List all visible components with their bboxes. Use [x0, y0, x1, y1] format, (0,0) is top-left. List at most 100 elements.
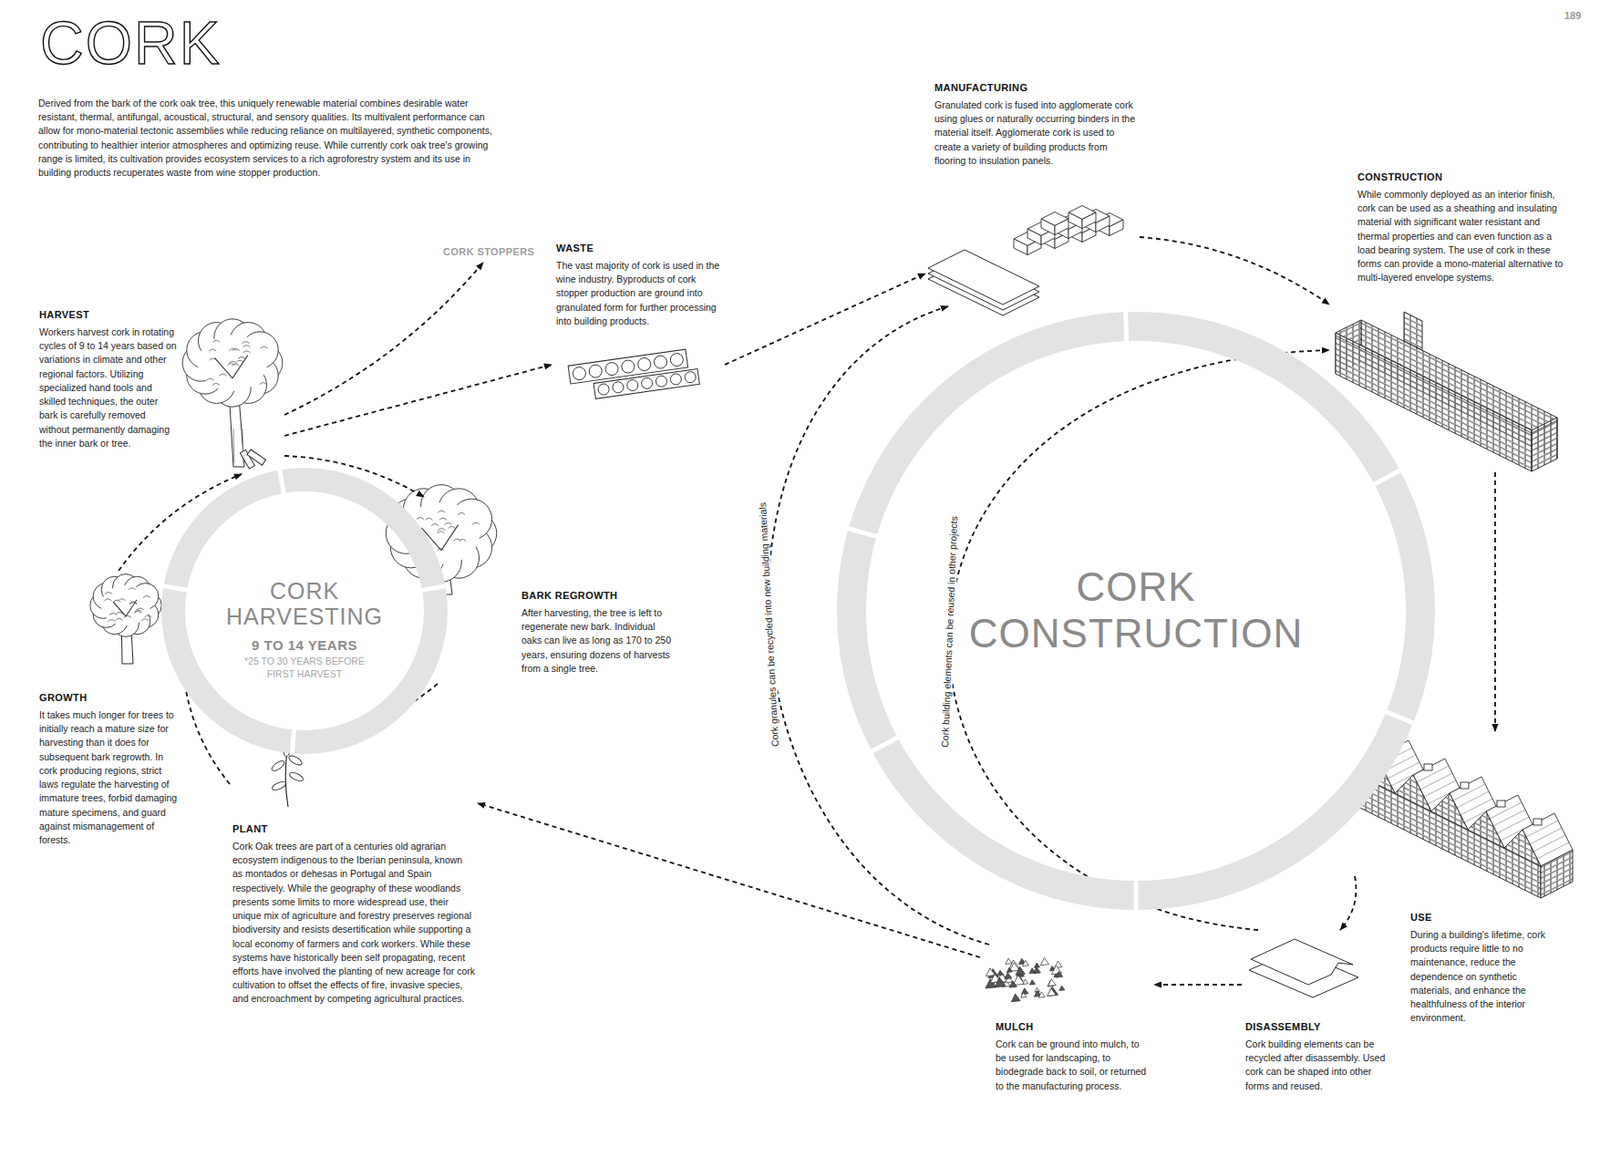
stage-heading: PLANT	[232, 823, 475, 835]
stage-node: MANUFACTURING Granulated cork is fused in…	[925, 78, 1140, 307]
mulch-chip	[1006, 967, 1012, 972]
roof-seam	[1453, 784, 1486, 801]
stage-heading: HARVEST	[39, 309, 178, 320]
ring-note: 9 TO 14 YEARS	[251, 637, 358, 653]
stripped-trunk	[233, 428, 244, 464]
cork-waste	[567, 348, 700, 403]
mulch-chip	[1047, 986, 1059, 996]
stage-node: DISASSEMBLYCork building elements can be…	[1241, 929, 1395, 1108]
stage-heading: BARK REGROWTH	[521, 589, 677, 601]
punched-hole	[669, 352, 684, 368]
punched-hole	[653, 354, 669, 370]
skylight	[1496, 800, 1506, 807]
text-group: BARK REGROWTHAfter harvesting, the tree …	[521, 589, 677, 676]
punched-hole	[626, 379, 640, 393]
leaf-stroke	[228, 361, 237, 363]
leaf-stroke	[437, 510, 445, 513]
leaf-stroke	[129, 602, 137, 605]
stage-heading: MULCH	[995, 1021, 1153, 1033]
ring-title: CORK HARVESTING	[217, 578, 392, 631]
dashed-connector	[1139, 237, 1330, 305]
mulch-chip	[1004, 972, 1012, 980]
leaf-stroke	[109, 613, 117, 616]
cork-block	[1041, 218, 1055, 236]
mulch-chip	[1033, 962, 1040, 968]
seedling-leaf	[287, 753, 303, 767]
cork-block	[1013, 238, 1028, 256]
punched-slab	[593, 369, 700, 400]
stage-body: Workers harvest cork in rotating cycles …	[39, 325, 178, 451]
punched-hole	[670, 372, 683, 386]
ring-band	[851, 326, 1421, 896]
leaf-stroke	[228, 349, 237, 351]
dashed-connector	[1154, 983, 1242, 986]
broken-panel	[1250, 939, 1353, 985]
mulch-chip	[997, 970, 1003, 976]
cork-sheet	[928, 249, 1040, 305]
text-group: GROWTH It takes much longer for trees to …	[39, 691, 178, 847]
stage-node: MULCHCork can be ground into mulch, to b…	[980, 944, 1155, 1108]
dashed-connector	[724, 273, 926, 365]
punched-hole	[637, 357, 652, 372]
bark-piece	[247, 449, 266, 465]
leaf-stroke	[472, 522, 480, 525]
stage-node: GROWTH It takes much longer for trees to …	[36, 570, 183, 857]
leaf-stroke	[436, 531, 444, 534]
leaf-stroke	[144, 615, 152, 618]
roof-seam	[1456, 791, 1489, 808]
cork-block	[1082, 212, 1096, 229]
text-group: HARVEST Workers harvest cork in rotating …	[39, 309, 178, 451]
mulch-chip	[1059, 985, 1065, 991]
cycle-ring: CORK HARVESTING9 TO 14 YEARS*25 TO 30 YE…	[161, 467, 448, 754]
roof-seam	[1526, 820, 1559, 837]
punched-hole	[683, 371, 697, 384]
cork-block	[1027, 228, 1042, 246]
ring-gap	[161, 585, 189, 590]
stage-heading: CORK STOPPERS	[443, 246, 535, 258]
dashed-connector	[1340, 876, 1356, 930]
annotation-node: CORK STOPPERS	[443, 246, 537, 263]
leaf-stroke	[212, 340, 220, 342]
leaf-stroke	[259, 382, 268, 385]
front-wall	[1358, 774, 1541, 899]
leaf-stroke	[143, 596, 151, 599]
leaf-stroke	[416, 517, 424, 520]
leaf-stroke	[113, 599, 121, 602]
roof-seam	[1493, 809, 1526, 826]
stage-heading: MANUFACTURING	[934, 82, 1137, 93]
ring-title: CORK CONSTRUCTION	[944, 564, 1328, 657]
leaf-stroke	[206, 378, 215, 381]
punched-hole	[604, 361, 620, 377]
stage-body: Granulated cork is fused into agglomerat…	[934, 98, 1137, 168]
dashed-connector	[1494, 472, 1497, 732]
seedling-stem	[285, 749, 289, 807]
ring-gap	[1125, 311, 1126, 343]
connector-label: Cork granules can be recycled into new b…	[756, 498, 781, 752]
leaf-stroke	[448, 526, 456, 529]
cork-block	[1095, 216, 1110, 233]
stage-body: It takes much longer for trees to initia…	[39, 708, 178, 847]
stage-heading: GROWTH	[39, 691, 178, 703]
punched-hole	[655, 374, 669, 388]
stage-node: PLANTCork Oak trees are part of a centur…	[229, 740, 478, 1014]
wall-top-edge	[1335, 335, 1558, 434]
mulch-chip	[1015, 966, 1025, 975]
dashed-connector	[477, 803, 981, 958]
text-group: CORK STOPPERS	[443, 246, 535, 258]
skylight	[1460, 782, 1469, 789]
mulch-chip	[1047, 979, 1056, 987]
gable-end	[1467, 811, 1505, 848]
leaf-stroke	[437, 528, 445, 531]
gable-end	[1504, 829, 1541, 867]
tree-canopy-fill	[101, 585, 151, 626]
dashed-connector	[284, 364, 552, 436]
mulch-chip	[1005, 958, 1012, 964]
stage-heading: DISASSEMBLY	[1245, 1021, 1394, 1033]
cork-block	[1109, 219, 1124, 237]
stage-node: USEDuring a building's lifetime, cork pr…	[1354, 731, 1582, 1030]
seedling-leaf	[269, 759, 286, 774]
wall-pier	[1403, 311, 1423, 351]
roof-seam	[1416, 765, 1449, 783]
roof-seam	[1529, 827, 1562, 845]
stage-body: The vast majority of cork is used in the…	[556, 258, 723, 329]
